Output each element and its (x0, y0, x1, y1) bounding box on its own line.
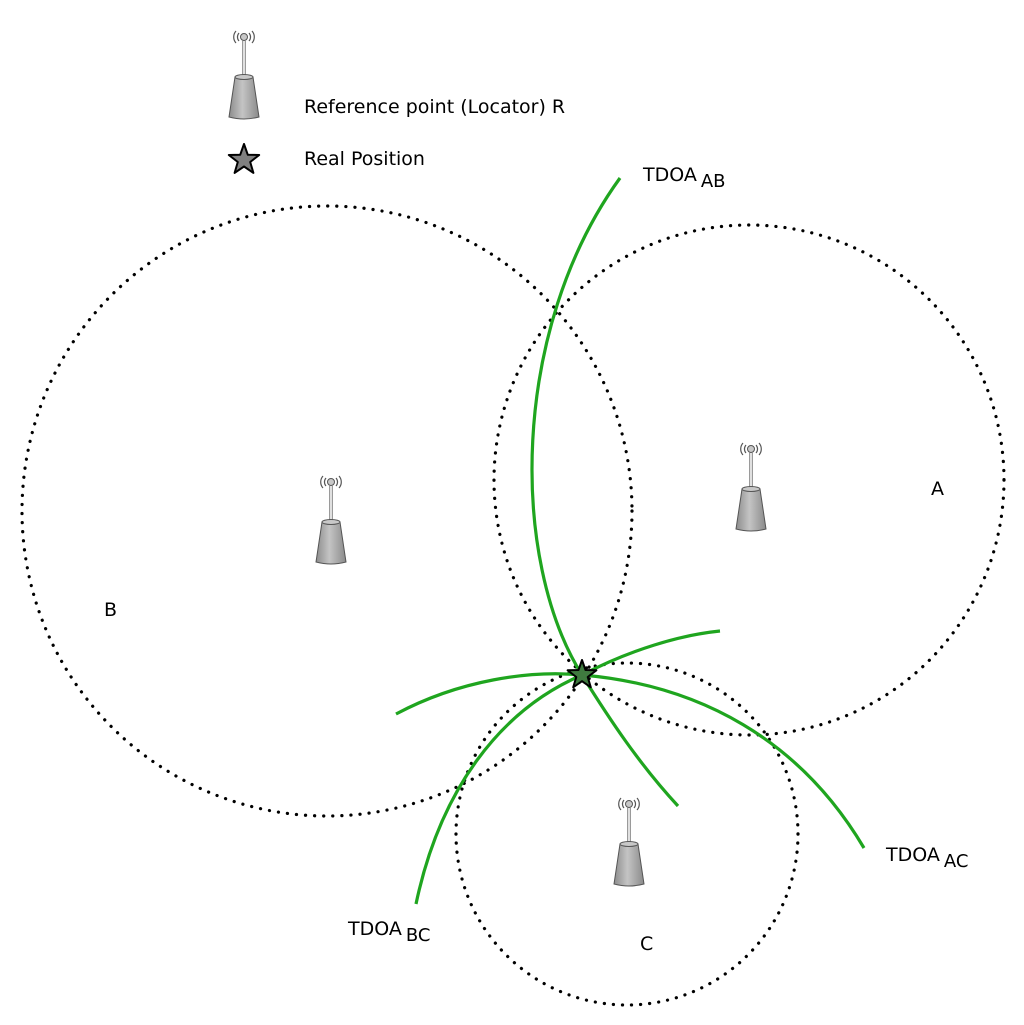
star-icon-real-position (566, 659, 598, 689)
star-icon-legend (227, 143, 261, 174)
tdoa-ab-sub: AB (700, 171, 726, 192)
tdoa-bc-sub: BC (405, 925, 431, 946)
antenna-icon-c (613, 797, 645, 887)
range-circle-c (454, 661, 800, 1007)
region-label-c: C (640, 933, 654, 955)
tdoa-ac-sub: AC (943, 851, 969, 872)
tdoa-ac-curve (395, 672, 866, 849)
legend-position-label: Real Position (304, 148, 425, 170)
tdoa-ac-main: TDOA (886, 844, 940, 866)
tdoa-bc-curve (414, 629, 721, 905)
tdoa-bc-main: TDOA (348, 918, 402, 940)
region-label-b: B (104, 599, 118, 621)
range-circle-a (492, 223, 1006, 737)
antenna-icon-b (315, 475, 347, 565)
region-label-a: A (931, 478, 944, 500)
tdoa-ab-curve (530, 177, 680, 808)
antenna-icon-legend (228, 30, 260, 120)
tdoa-ab-main: TDOA (643, 164, 697, 186)
range-circle-b (20, 204, 634, 818)
antenna-icon-a (735, 442, 767, 532)
legend-reference-label: Reference point (Locator) R (304, 96, 566, 118)
